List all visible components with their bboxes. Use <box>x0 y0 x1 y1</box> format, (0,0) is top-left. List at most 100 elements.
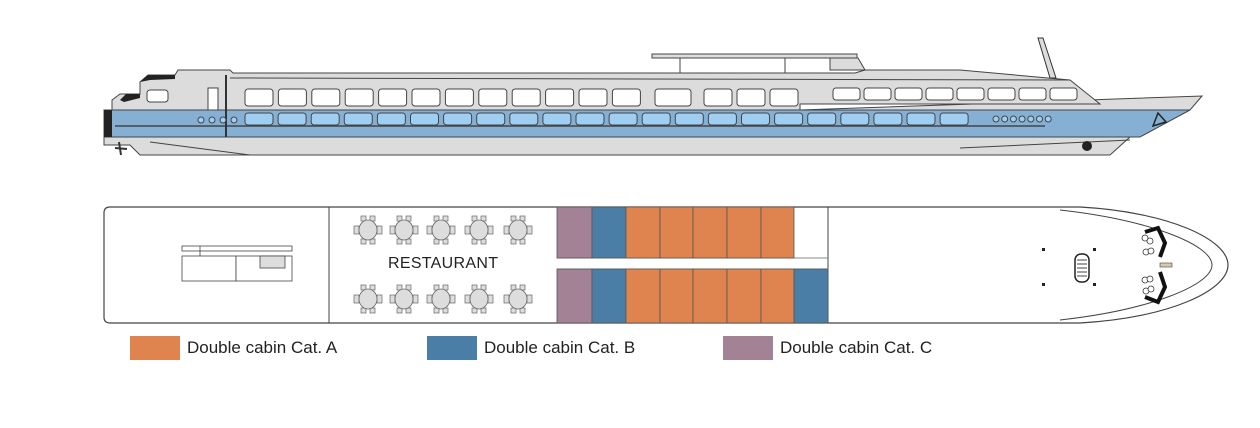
cabin-cat-a <box>760 206 795 259</box>
table-with-chairs <box>353 215 383 245</box>
lower-window <box>244 112 274 126</box>
table <box>431 219 451 241</box>
porthole <box>1001 115 1009 123</box>
restaurant-tables <box>353 215 533 314</box>
porthole <box>197 116 205 124</box>
cabin-cat-b <box>591 268 627 324</box>
cabin-cat-a <box>659 206 694 259</box>
cabin-cat-a <box>692 206 728 259</box>
cabin-cat-a <box>726 206 762 259</box>
stairs-icon <box>1074 253 1090 283</box>
chair <box>503 294 510 304</box>
hull-line <box>149 141 251 156</box>
chair <box>426 294 433 304</box>
lower-window <box>873 112 903 126</box>
stern-cap-black <box>120 94 140 102</box>
upper-window <box>956 87 985 101</box>
table-with-chairs <box>426 284 456 314</box>
cabin-cat-a <box>760 268 795 324</box>
lower-window <box>707 112 737 126</box>
table-with-chairs <box>464 215 494 245</box>
table <box>431 288 451 310</box>
chair <box>449 225 456 235</box>
bow-seating <box>1141 225 1173 305</box>
upper-window <box>769 88 799 107</box>
lower-window <box>674 112 704 126</box>
legend-swatch-cat-a <box>130 336 180 360</box>
lower-window <box>939 112 969 126</box>
bow-inner-line <box>1059 209 1213 321</box>
chair <box>376 294 383 304</box>
chair <box>412 294 419 304</box>
lower-window <box>840 112 870 126</box>
table <box>469 288 489 310</box>
lower-window <box>509 112 539 126</box>
legend-label-cat-a: Double cabin Cat. A <box>187 338 338 357</box>
upper-window <box>444 88 474 107</box>
legend-cat-c: Double cabin Cat. C <box>723 336 932 360</box>
legend-cat-a: Double cabin Cat. A <box>130 336 337 360</box>
table <box>394 219 414 241</box>
upper-window <box>925 87 954 101</box>
upper-window <box>244 88 274 107</box>
chair <box>426 225 433 235</box>
window-rows <box>197 87 1078 126</box>
ship-side-view <box>103 37 1204 156</box>
legend-cat-b: Double cabin Cat. B <box>427 336 635 360</box>
upper-window <box>1049 87 1078 101</box>
upper-window <box>703 88 733 107</box>
restaurant-label: RESTAURANT <box>388 255 499 272</box>
legend-swatch-cat-b <box>427 336 477 360</box>
cabin-cat-a <box>625 206 661 259</box>
cabin-cat-b <box>591 206 627 259</box>
chair <box>487 225 494 235</box>
table-with-chairs <box>503 215 533 245</box>
porthole <box>1044 115 1052 123</box>
lower-window <box>774 112 804 126</box>
chair <box>464 294 471 304</box>
stern-window <box>146 89 169 103</box>
porthole <box>1036 115 1043 123</box>
stern-door <box>207 87 219 111</box>
lower-window <box>906 112 936 126</box>
roof-black <box>140 75 175 82</box>
porthole <box>1027 115 1035 123</box>
upper-window <box>611 88 641 107</box>
chair <box>503 225 510 235</box>
propeller-icon <box>114 141 128 156</box>
table-with-chairs <box>464 284 494 314</box>
porthole <box>1018 115 1026 123</box>
porthole <box>1009 115 1017 123</box>
lower-window <box>410 112 439 126</box>
table <box>508 219 528 241</box>
chair <box>449 294 456 304</box>
cabins <box>556 206 829 324</box>
lower-window <box>575 112 605 126</box>
cabin-cat-a <box>625 268 661 324</box>
upper-window <box>511 88 541 107</box>
chair <box>376 225 383 235</box>
chair <box>412 225 419 235</box>
stern-black <box>104 110 112 137</box>
chair <box>389 294 396 304</box>
cabin-cat-c <box>556 268 593 324</box>
chair <box>526 294 533 304</box>
upper-window <box>378 88 408 107</box>
table-with-chairs <box>389 284 419 314</box>
legend-label-cat-b: Double cabin Cat. B <box>484 338 636 357</box>
cabin-cat-a <box>659 268 694 324</box>
upper-window <box>736 88 766 107</box>
upper-window <box>987 87 1016 101</box>
anchor-icon <box>1082 141 1092 151</box>
roof-line <box>229 77 1071 81</box>
sun-deck-canopy <box>651 53 858 59</box>
chair <box>389 225 396 235</box>
porthole <box>219 116 227 124</box>
upper-window <box>863 87 892 101</box>
porthole <box>230 116 238 124</box>
porthole <box>208 116 216 124</box>
lower-window <box>476 112 506 126</box>
chair <box>353 294 360 304</box>
lower-window <box>443 112 473 126</box>
